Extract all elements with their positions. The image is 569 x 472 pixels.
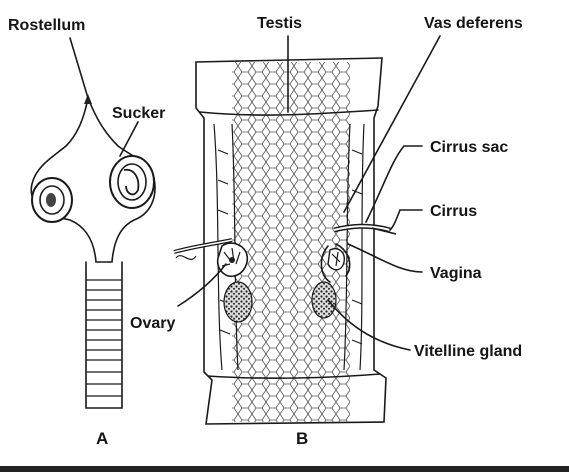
label-vitelline-gland: Vitelline gland: [414, 343, 522, 360]
label-testis: Testis: [257, 15, 302, 32]
neck-segments: [86, 262, 122, 408]
vas-deferens-leader: [344, 36, 440, 212]
testis-field: [232, 62, 350, 422]
scan-edge: [0, 466, 569, 472]
label-vas-deferens: Vas deferens: [424, 15, 523, 32]
caption-a: A: [96, 429, 108, 448]
vitelline-gland-left: [224, 282, 252, 322]
left-sucker: [32, 178, 72, 222]
label-sucker: Sucker: [112, 105, 165, 122]
scolex-figure: Rostellum Sucker A: [8, 17, 165, 448]
ovary: [218, 243, 248, 276]
label-vagina: Vagina: [430, 265, 482, 282]
cirrus-leader: [390, 210, 422, 230]
rostellum-leader: [70, 38, 88, 98]
label-rostellum: Rostellum: [8, 17, 85, 34]
vagina-leader: [348, 244, 422, 272]
label-ovary: Ovary: [130, 315, 175, 332]
label-cirrus: Cirrus: [430, 203, 477, 220]
label-cirrus-sac: Cirrus sac: [430, 139, 508, 156]
vitelline-gland-right: [312, 282, 336, 318]
caption-b: B: [296, 429, 308, 448]
right-sucker: [110, 156, 154, 208]
proglottid-figure: Testis Vas deferens Cirrus sac Cirrus Va…: [130, 15, 523, 448]
sucker-leader: [120, 122, 138, 156]
